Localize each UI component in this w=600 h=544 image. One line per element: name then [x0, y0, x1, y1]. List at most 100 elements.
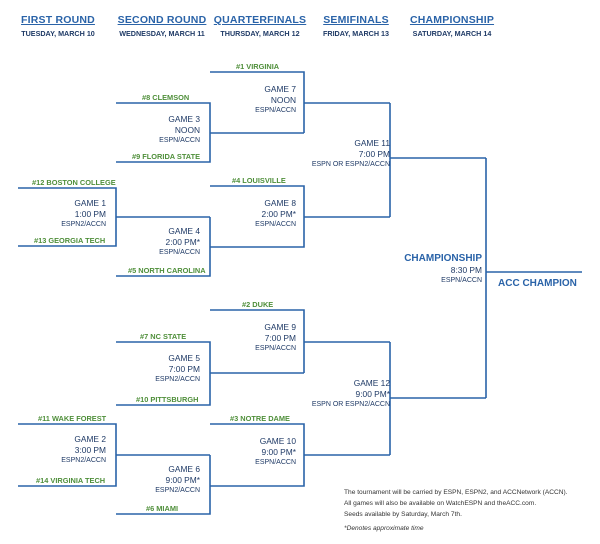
broadcast-note: The tournament will be carried by ESPN, …	[344, 489, 568, 496]
game-title: GAME 6	[168, 464, 200, 474]
bracket-game-6	[116, 455, 211, 515]
championship-network: ESPN/ACCN	[441, 277, 482, 284]
game-3-info: GAME 3 NOON ESPN/ACCN	[159, 114, 200, 146]
game-title: GAME 12	[353, 378, 390, 388]
round-name: CHAMPIONSHIP	[409, 14, 495, 26]
game-12-info: GAME 12 9:00 PM* ESPN OR ESPN2/ACCN	[312, 378, 390, 410]
game-network: ESPN/ACCN	[159, 249, 200, 256]
game-network: ESPN OR ESPN2/ACCN	[311, 161, 390, 168]
game-time: 9:00 PM*	[355, 389, 390, 399]
game-network: ESPN/ACCN	[255, 221, 296, 228]
bracket-game-4	[116, 217, 211, 277]
team-louisville: #4 LOUISVILLE	[232, 176, 286, 185]
bracket-game-11	[389, 103, 486, 217]
game-4-info: GAME 4 2:00 PM* ESPN/ACCN	[159, 226, 200, 258]
game-title: GAME 2	[74, 434, 106, 444]
acc-champion-label: ACC CHAMPION	[498, 278, 577, 289]
game-network: ESPN/ACCN	[255, 345, 296, 352]
round-date: THURSDAY, MARCH 12	[220, 29, 300, 38]
team-duke: #2 DUKE	[242, 300, 274, 309]
bracket-game-8	[210, 185, 390, 248]
game-11-info: GAME 11 7:00 PM ESPN OR ESPN2/ACCN	[312, 138, 390, 170]
game-title: GAME 8	[264, 198, 296, 208]
game-time: 9:00 PM*	[261, 447, 296, 457]
game-8-info: GAME 8 2:00 PM* ESPN/ACCN	[255, 198, 296, 230]
round-name: SEMIFINALS	[323, 14, 389, 26]
streaming-note: All games will also be available on Watc…	[344, 500, 537, 507]
game-time: NOON	[270, 95, 296, 105]
round-name: FIRST ROUND	[21, 14, 95, 26]
team-boston-college: #12 BOSTON COLLEGE	[32, 178, 116, 187]
game-time: 3:00 PM	[74, 445, 106, 455]
game-title: GAME 1	[74, 198, 106, 208]
game-title: GAME 10	[259, 436, 296, 446]
game-1-info: GAME 1 1:00 PM ESPN2/ACCN	[61, 198, 106, 230]
team-florida-state: #9 FLORIDA STATE	[132, 152, 201, 161]
championship-title: CHAMPIONSHIP	[404, 253, 482, 264]
game-time: 1:00 PM	[74, 209, 106, 219]
game-network: ESPN OR ESPN2/ACCN	[311, 401, 390, 408]
team-clemson: #8 CLEMSON	[142, 93, 190, 102]
game-6-info: GAME 6 9:00 PM* ESPN2/ACCN	[155, 464, 200, 496]
game-time: 7:00 PM	[264, 333, 296, 343]
game-network: ESPN2/ACCN	[155, 487, 200, 494]
team-notre-dame: #3 NOTRE DAME	[230, 414, 290, 423]
team-virginia-tech: #14 VIRGINIA TECH	[36, 476, 106, 485]
team-virginia: #1 VIRGINIA	[236, 62, 280, 71]
game-time: 7:00 PM	[168, 364, 200, 374]
game-2-info: GAME 2 3:00 PM ESPN2/ACCN	[61, 434, 106, 466]
round-header-quarterfinals: QUARTERFINALS THURSDAY, MARCH 12	[210, 14, 310, 38]
game-time: 2:00 PM*	[165, 237, 200, 247]
approx-time-note: *Denotes approximate time	[344, 525, 424, 532]
team-pittsburgh: #10 PITTSBURGH	[136, 395, 199, 404]
bracket-game-1	[18, 187, 210, 247]
round-header-championship: CHAMPIONSHIP SATURDAY, MARCH 14	[402, 14, 502, 38]
game-9-info: GAME 9 7:00 PM ESPN/ACCN	[255, 322, 296, 354]
championship-info: CHAMPIONSHIP 8:30 PM ESPN/ACCN	[404, 252, 482, 286]
bracket-game-9	[210, 309, 390, 373]
team-nc-state: #7 NC STATE	[140, 332, 187, 341]
game-title: GAME 4	[168, 226, 200, 236]
game-7-info: GAME 7 NOON ESPN/ACCN	[255, 84, 296, 116]
round-date: FRIDAY, MARCH 13	[322, 29, 390, 38]
game-5-info: GAME 5 7:00 PM ESPN2/ACCN	[155, 353, 200, 385]
bracket-game-7	[210, 71, 390, 133]
game-title: GAME 11	[354, 138, 390, 148]
round-header-second: SECOND ROUND WEDNESDAY, MARCH 11	[112, 14, 212, 38]
game-title: GAME 9	[264, 322, 296, 332]
bracket-game-3	[116, 102, 304, 163]
team-north-carolina: #5 NORTH CAROLINA	[128, 266, 206, 275]
round-date: SATURDAY, MARCH 14	[412, 29, 492, 38]
seeds-note: Seeds available by Saturday, March 7th.	[344, 511, 462, 518]
team-georgia-tech: #13 GEORGIA TECH	[34, 236, 106, 245]
round-header-first: FIRST ROUND TUESDAY, MARCH 10	[8, 14, 108, 38]
game-10-info: GAME 10 9:00 PM* ESPN/ACCN	[255, 436, 296, 468]
game-time: 2:00 PM*	[261, 209, 296, 219]
bracket-championship	[485, 158, 582, 398]
bracket-game-5	[116, 341, 304, 406]
game-time: 7:00 PM	[358, 149, 390, 159]
round-header-semifinals: SEMIFINALS FRIDAY, MARCH 13	[306, 14, 406, 38]
game-time: NOON	[174, 125, 200, 135]
game-network: ESPN2/ACCN	[61, 221, 106, 228]
championship-time: 8:30 PM	[450, 265, 482, 275]
bracket-game-2	[18, 423, 210, 487]
game-network: ESPN2/ACCN	[155, 376, 200, 383]
round-name: SECOND ROUND	[117, 14, 207, 26]
game-title: GAME 7	[264, 84, 296, 94]
game-network: ESPN2/ACCN	[61, 457, 106, 464]
bracket-game-10	[210, 423, 390, 487]
game-network: ESPN/ACCN	[255, 459, 296, 466]
bracket-game-12	[389, 342, 486, 455]
round-date: TUESDAY, MARCH 10	[21, 29, 95, 38]
game-title: GAME 3	[168, 114, 200, 124]
game-network: ESPN/ACCN	[255, 107, 296, 114]
game-title: GAME 5	[168, 353, 200, 363]
round-name: QUARTERFINALS	[213, 14, 307, 26]
game-network: ESPN/ACCN	[159, 137, 200, 144]
game-time: 9:00 PM*	[165, 475, 200, 485]
team-wake-forest: #11 WAKE FOREST	[38, 414, 107, 423]
round-date: WEDNESDAY, MARCH 11	[119, 29, 205, 38]
team-miami: #6 MIAMI	[146, 504, 179, 513]
